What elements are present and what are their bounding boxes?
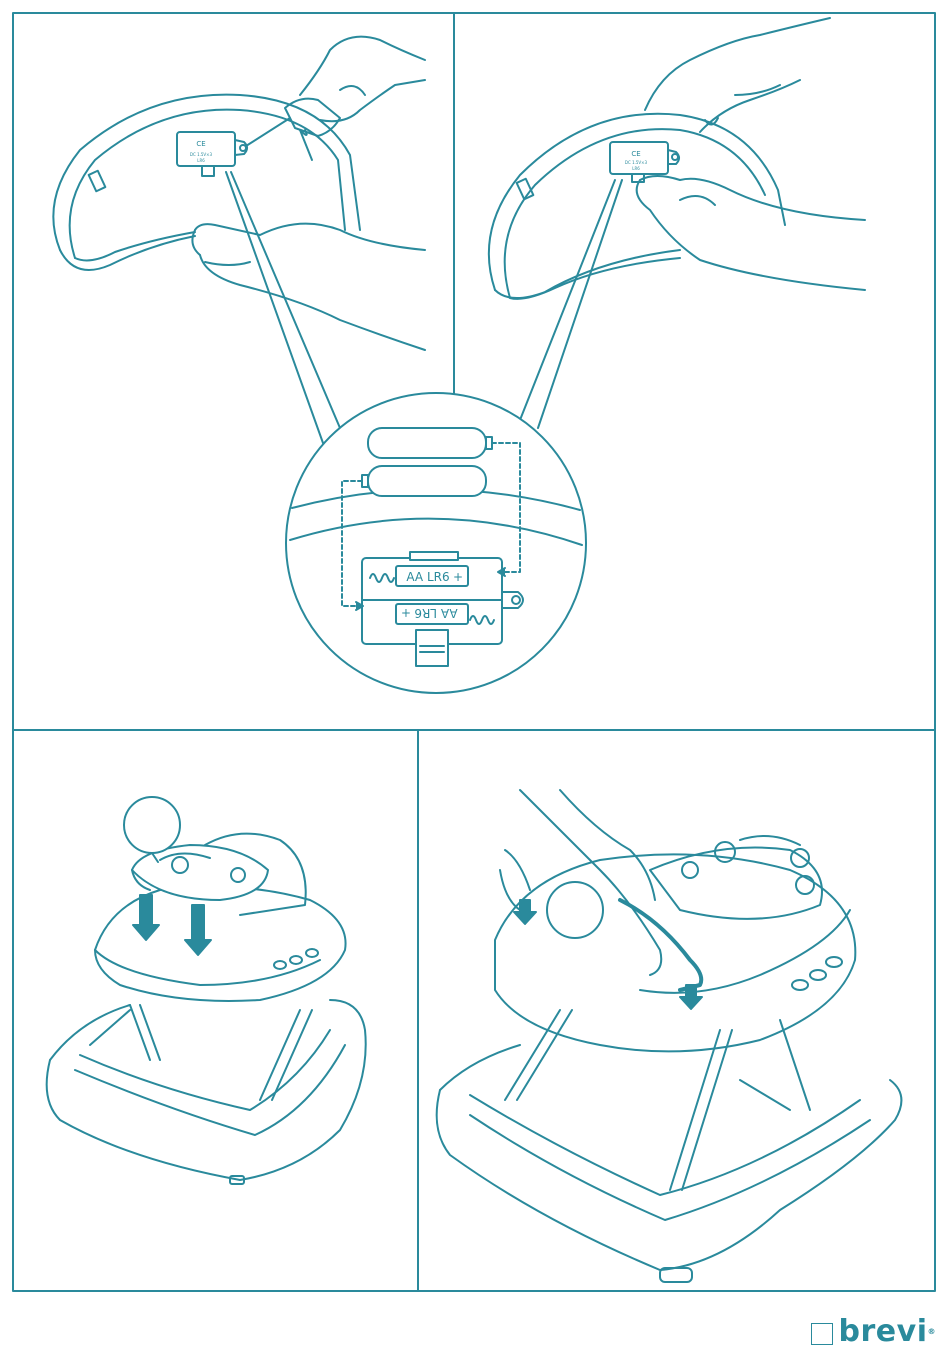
zoom-line-right-b xyxy=(538,180,622,428)
module-sub-left: LR6 xyxy=(197,158,205,163)
hand-upper-left xyxy=(300,37,425,95)
logo-square-icon xyxy=(811,1323,833,1345)
module-sub-right: LR6 xyxy=(632,166,640,171)
brand-name-text: brevi xyxy=(839,1314,928,1349)
battery-aa-bottom xyxy=(362,466,486,496)
battery-label-top: AA LR6 xyxy=(406,570,449,584)
callout-circle-right xyxy=(547,882,603,938)
callout-circle-left xyxy=(124,797,180,853)
module-ce-right: CE xyxy=(631,150,640,158)
zoom-line-right-a xyxy=(520,180,615,420)
battery-label-bottom: AA LR6 xyxy=(414,606,457,620)
panel-top-right-illustration xyxy=(489,18,865,299)
battery-aa-top xyxy=(368,428,492,458)
battery-module-left xyxy=(177,132,235,166)
screwdriver xyxy=(246,118,290,146)
arrow-down-right xyxy=(185,905,211,955)
hand-upper-right xyxy=(645,18,830,110)
walker-base xyxy=(47,1000,366,1180)
detail-battery-compartment xyxy=(286,393,586,693)
brand-registered-mark: ® xyxy=(928,1327,937,1336)
module-ce-left: CE xyxy=(196,140,205,148)
battery-plus-bottom: + xyxy=(401,606,411,620)
brand-logo: brevi® xyxy=(811,1319,936,1345)
panel-bottom-left-illustration xyxy=(47,797,366,1184)
walker-base-right xyxy=(437,1080,902,1270)
battery-plus-top: + xyxy=(453,570,463,584)
module-spec-left: DC 1.5V×3 xyxy=(190,152,213,157)
hand-lower-left xyxy=(195,224,425,250)
zoom-line-left-a xyxy=(226,172,323,443)
module-spec-right: DC 1.5V×3 xyxy=(625,160,648,165)
arrow-down-left xyxy=(133,895,159,940)
panel-bottom-right-illustration xyxy=(437,790,902,1282)
hand-lower-right xyxy=(640,176,865,220)
hand-right-panel xyxy=(520,790,661,975)
zoom-line-left-b xyxy=(231,172,340,428)
brand-name: brevi® xyxy=(839,1319,936,1345)
walker-seat-body-right xyxy=(495,854,855,1051)
